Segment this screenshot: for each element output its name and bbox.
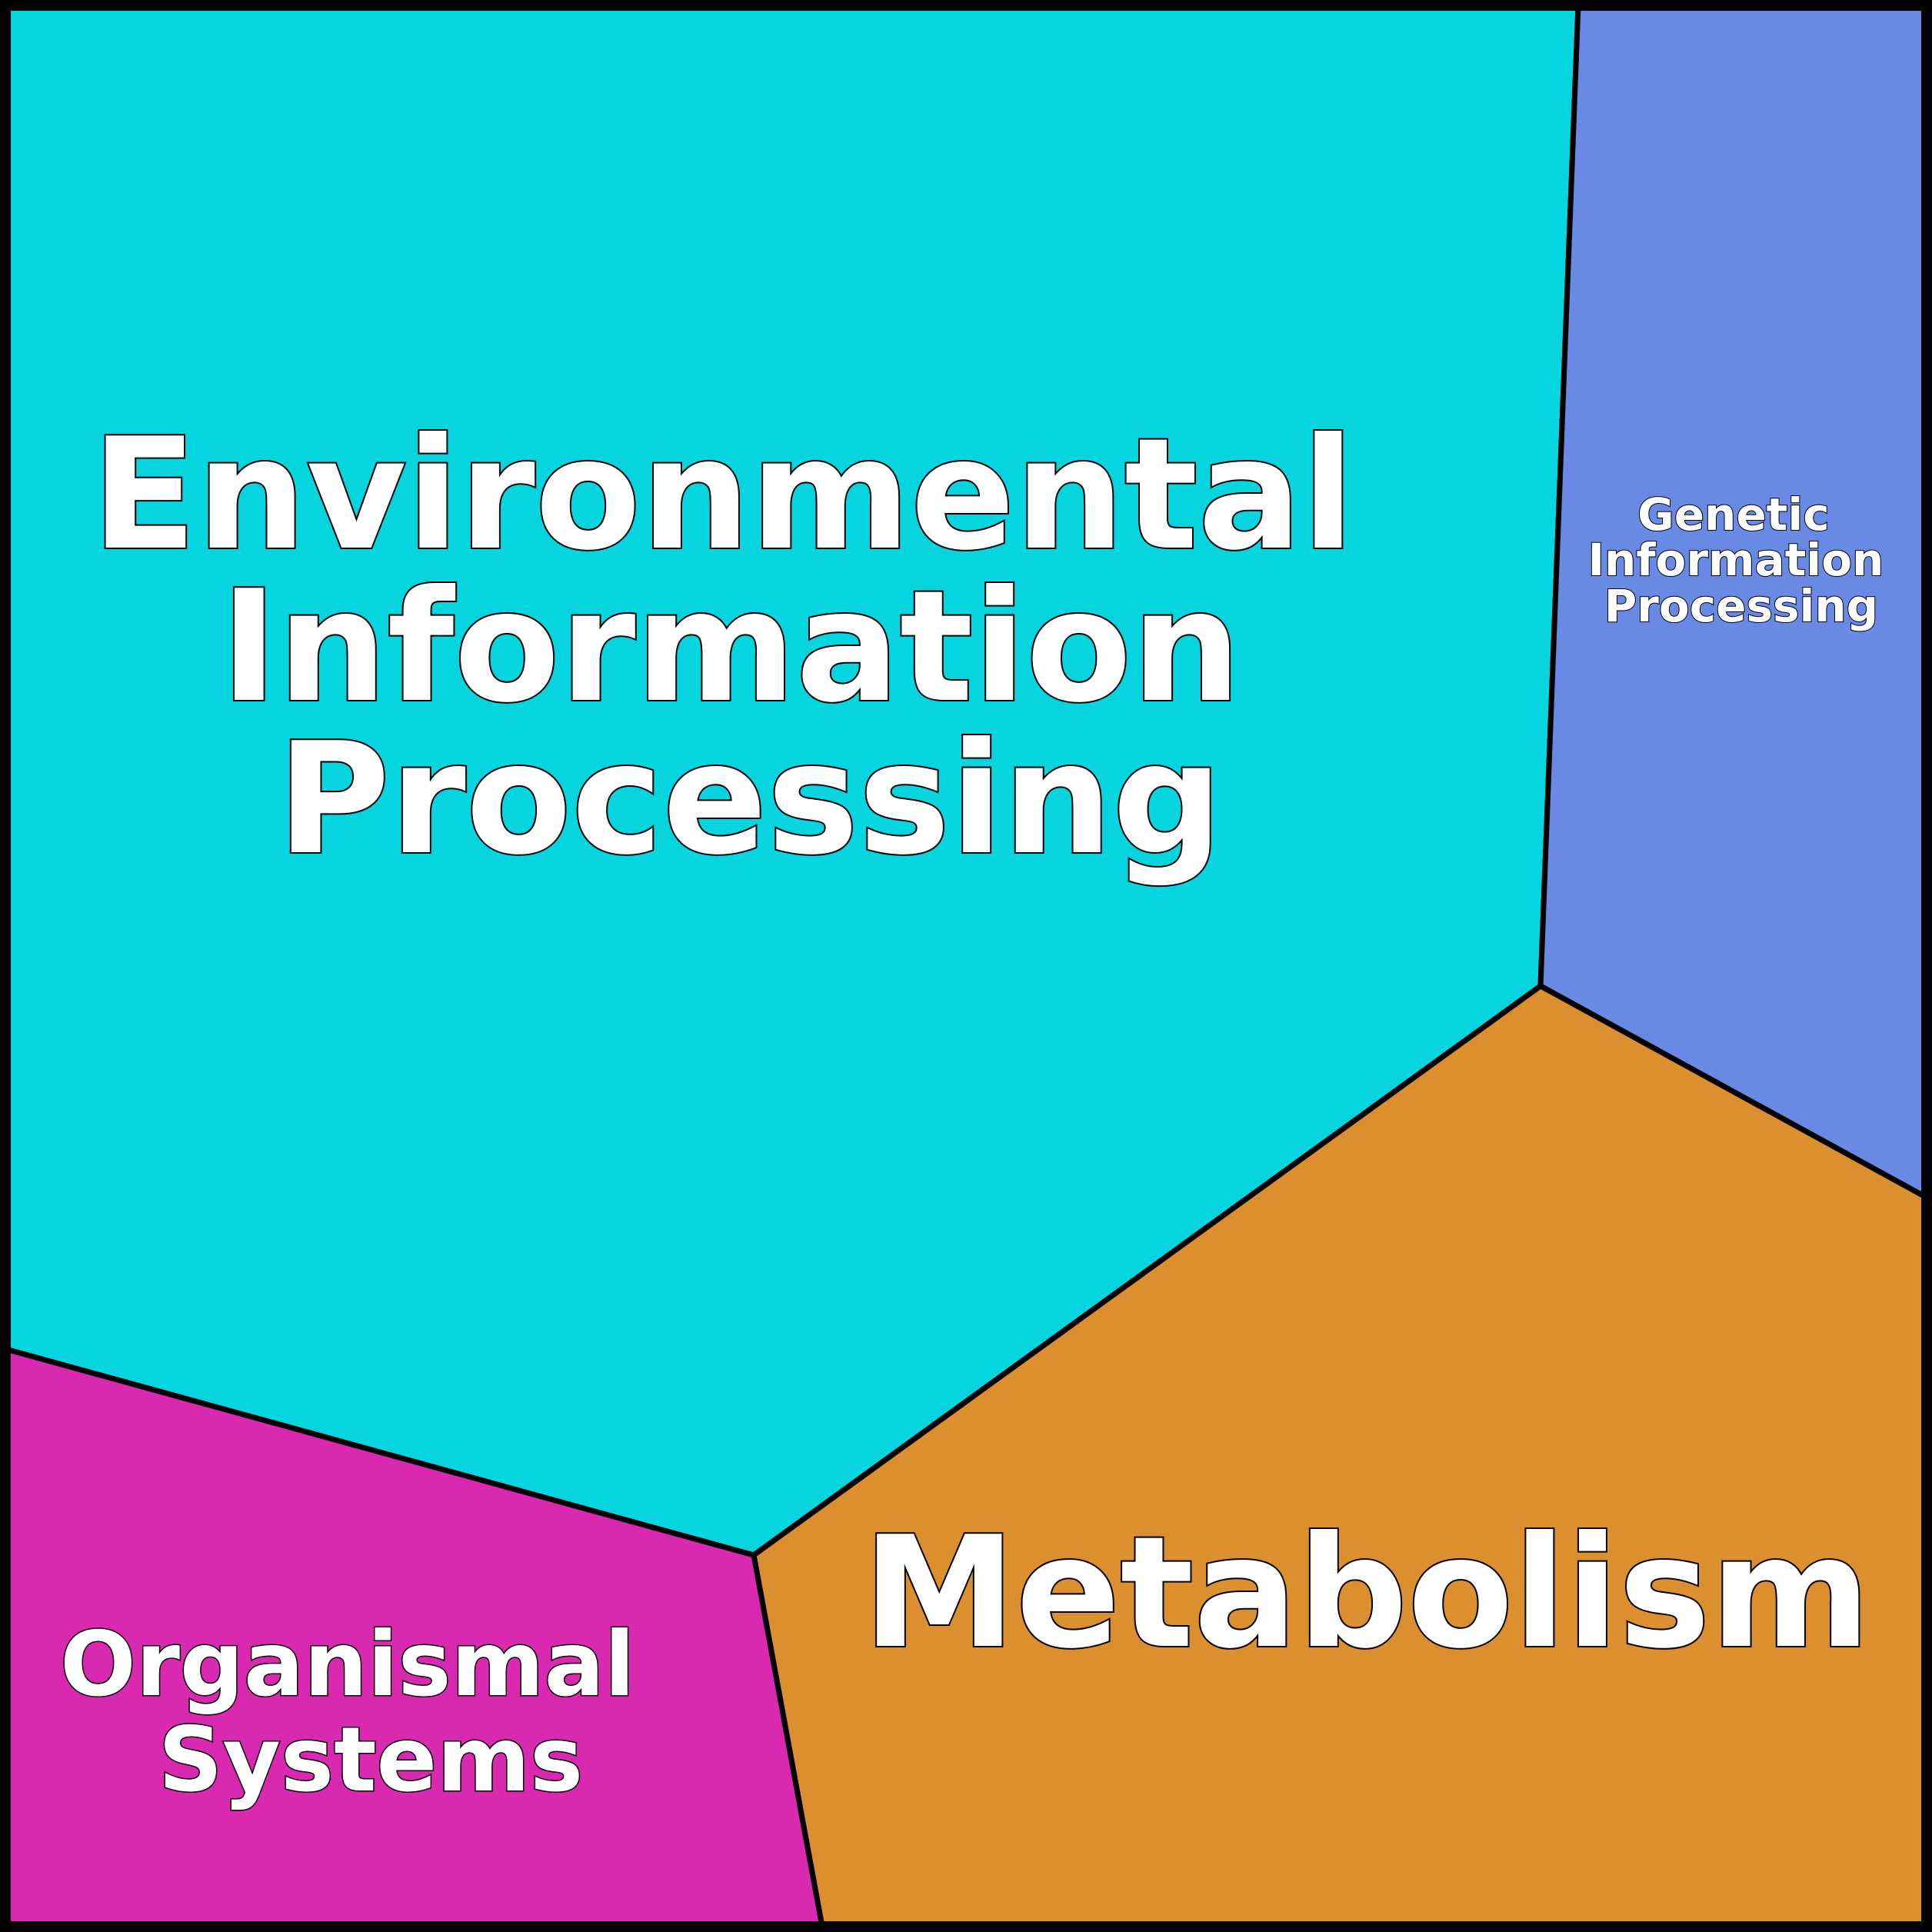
genetic-information-processing-label: Genetic Information Processing — [1587, 488, 1899, 632]
label-line: Metabolism — [863, 1504, 1870, 1683]
label-line: Processing — [1604, 580, 1878, 632]
organismal-systems-label: Organismal Systems — [60, 1613, 666, 1812]
label-line: Organismal — [60, 1613, 635, 1717]
metabolism-label: Metabolism — [863, 1504, 1870, 1683]
label-line: Information — [1587, 534, 1884, 586]
label-line: Information — [221, 558, 1241, 737]
label-line: Processing — [277, 710, 1222, 889]
label-line: Genetic — [1637, 488, 1830, 541]
environmental-information-processing-label: Environmental Information Processing — [92, 405, 1408, 889]
label-line: Environmental — [92, 405, 1354, 585]
label-line: Systems — [158, 1708, 583, 1812]
